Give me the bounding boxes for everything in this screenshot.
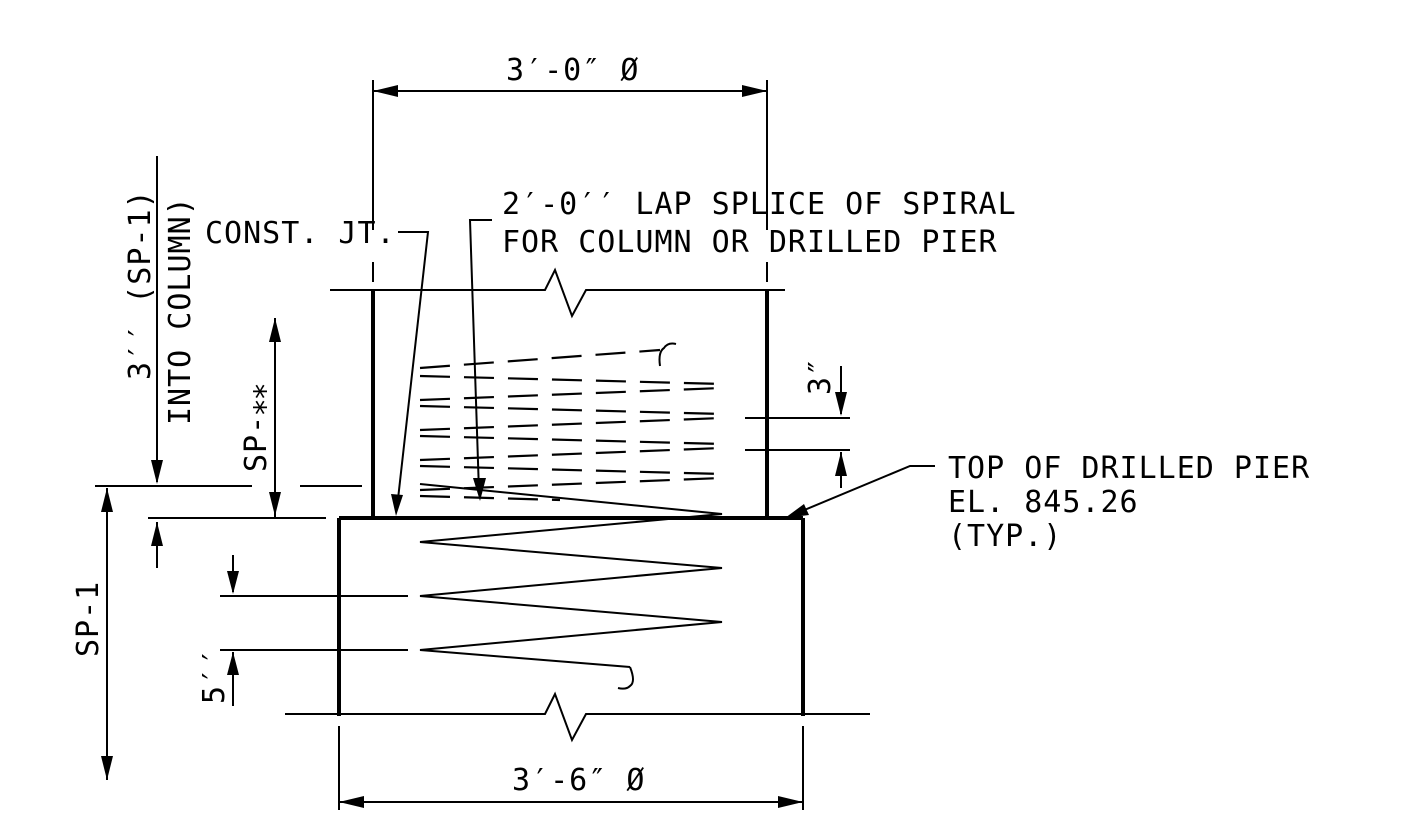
into-column-label-line1: 3′′ (SP-1) bbox=[123, 189, 158, 380]
top-of-pier-line3: (TYP.) bbox=[948, 519, 1062, 554]
bottom-diameter-label: 3′-6″ Ø bbox=[512, 763, 645, 798]
top-diameter-label: 3′-0″ Ø bbox=[506, 53, 639, 88]
pitch-5in-dimension: 5′′ bbox=[197, 555, 408, 706]
top-of-pier-line1: TOP OF DRILLED PIER bbox=[948, 451, 1310, 486]
sp-star-label: SP-⁎⁎ bbox=[239, 383, 274, 472]
pitch-5in-label: 5′′ bbox=[197, 647, 232, 704]
drilled-pier-outline bbox=[285, 516, 870, 743]
const-jt-callout: CONST. JT. bbox=[205, 216, 430, 516]
pier-spiral bbox=[419, 483, 723, 690]
lap-splice-label-line2: FOR COLUMN OR DRILLED PIER bbox=[502, 225, 998, 260]
sp1-label: SP-1 bbox=[71, 581, 106, 657]
pitch-3in-dimension: 3″ bbox=[745, 357, 850, 488]
const-jt-label: CONST. JT. bbox=[205, 216, 396, 251]
lap-splice-label-line1: 2′-0′′ LAP SPLICE OF SPIRAL bbox=[502, 187, 1017, 222]
bottom-diameter-dimension: 3′-6″ Ø bbox=[338, 726, 804, 810]
column-spiral bbox=[419, 342, 723, 502]
sp-star-dimension: SP-⁎⁎ bbox=[239, 318, 281, 518]
top-of-pier-line2: EL. 845.26 bbox=[948, 485, 1139, 520]
sp1-dimension: SP-1 bbox=[71, 488, 113, 780]
pitch-3in-label: 3″ bbox=[803, 357, 838, 395]
lap-splice-callout: 2′-0′′ LAP SPLICE OF SPIRAL FOR COLUMN O… bbox=[468, 187, 1017, 501]
into-column-label-line2: INTO COLUMN) bbox=[163, 196, 198, 425]
elevation-reference-lines bbox=[95, 485, 362, 519]
top-of-pier-callout: TOP OF DRILLED PIER EL. 845.26 (TYP.) bbox=[785, 451, 1310, 554]
into-column-dimension: 3′′ (SP-1) INTO COLUMN) bbox=[123, 156, 198, 568]
column-outline bbox=[330, 80, 785, 518]
top-diameter-dimension: 3′-0″ Ø bbox=[373, 53, 767, 97]
